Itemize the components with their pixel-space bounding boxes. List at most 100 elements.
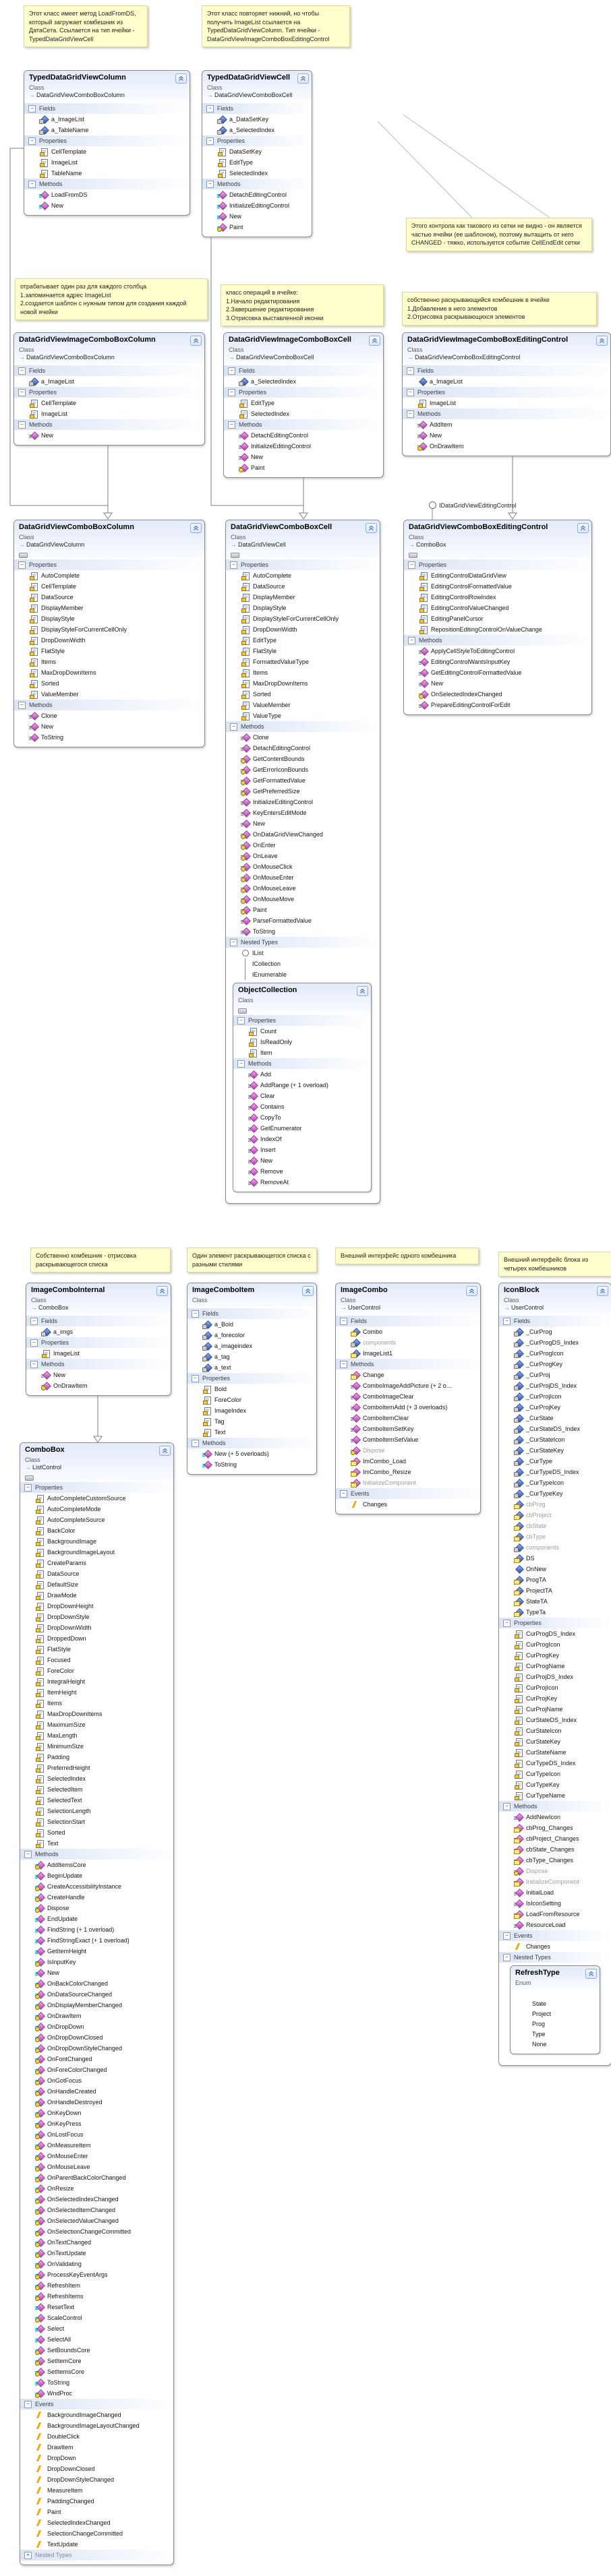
collapse-icon[interactable]: −: [28, 137, 36, 145]
member-row[interactable]: TextUpdate: [20, 2539, 173, 2550]
member-row[interactable]: Items: [14, 656, 204, 667]
member-row[interactable]: RefreshItems: [20, 2291, 173, 2302]
member-row[interactable]: ComboItemSetKey: [336, 1423, 480, 1434]
member-row[interactable]: New: [14, 430, 204, 441]
member-row[interactable]: OnMouseLeave: [226, 883, 380, 894]
member-row[interactable]: RefreshItem: [20, 2280, 173, 2291]
collapse-icon[interactable]: −: [192, 1439, 199, 1447]
member-row[interactable]: EditingControlDataGridView: [404, 570, 591, 581]
member-row[interactable]: EditType: [202, 157, 312, 168]
member-row[interactable]: New: [224, 452, 383, 462]
member-row[interactable]: BackgroundImageChanged: [20, 2410, 173, 2420]
member-row[interactable]: ImageList: [26, 1348, 171, 1359]
member-row[interactable]: SelectAll: [20, 2334, 173, 2345]
member-row[interactable]: Focused: [20, 1655, 173, 1665]
comment-note-control-hidden[interactable]: Этого контрола как такового из сетки не …: [406, 218, 592, 251]
enum-member-row[interactable]: Prog: [532, 2021, 546, 2027]
collapse-chevron-icon[interactable]: [585, 1969, 597, 1979]
comment-note-imagecombo[interactable]: Внешний интерфейс одного комбешника: [335, 1248, 479, 1264]
member-row[interactable]: DefaultSize: [20, 1579, 173, 1590]
collapse-icon[interactable]: −: [340, 1490, 347, 1498]
member-row[interactable]: a_TableName: [24, 125, 190, 135]
collapse-chevron-icon[interactable]: [297, 73, 309, 84]
member-row[interactable]: Select: [20, 2323, 173, 2334]
member-row[interactable]: InitializeComponent: [499, 1876, 611, 1887]
member-row[interactable]: OnSelectedValueChanged: [20, 2215, 173, 2226]
member-row[interactable]: OnDrawItem: [26, 1380, 171, 1391]
member-row[interactable]: _CurStateDS_Index: [499, 1423, 611, 1434]
member-row[interactable]: ApplyCellStyleToEditingControl: [404, 646, 591, 656]
member-row[interactable]: BackgroundImage: [20, 1536, 173, 1547]
member-row[interactable]: Clone: [14, 710, 204, 721]
member-row[interactable]: ScaleControl: [20, 2312, 173, 2323]
member-row[interactable]: _CurProjIcon: [499, 1391, 611, 1402]
member-row[interactable]: DrawItem: [20, 2442, 173, 2453]
member-row[interactable]: CreateAccessibilityInstance: [20, 1881, 173, 1892]
member-row[interactable]: InitializeEditingControl: [224, 441, 383, 452]
member-row[interactable]: SelectedIndex: [20, 1773, 173, 1784]
member-row[interactable]: OnResize: [20, 2183, 173, 2194]
collapse-icon[interactable]: −: [24, 1850, 32, 1858]
member-row[interactable]: a_tag: [187, 1351, 316, 1362]
member-row[interactable]: OnMouseLeave: [20, 2161, 173, 2172]
member-row[interactable]: Sorted: [226, 689, 380, 700]
comment-note-combo-in-cell[interactable]: собственно раскрывающийся комбешник в яч…: [402, 292, 597, 326]
member-row[interactable]: components: [499, 1542, 611, 1553]
enum-member-row[interactable]: State: [532, 2000, 547, 2007]
member-row[interactable]: MeasureItem: [20, 2485, 173, 2496]
member-row[interactable]: OnTextUpdate: [20, 2248, 173, 2259]
comment-note-loadfromds[interactable]: Этот класс имеет метод LoadFromDS, котор…: [24, 5, 148, 47]
member-row[interactable]: DisplayStyleForCurrentCellOnly: [226, 613, 380, 624]
member-row[interactable]: Items: [226, 667, 380, 678]
member-row[interactable]: OnDisplayMemberChanged: [20, 2000, 173, 2011]
member-row[interactable]: FlatStyle: [14, 646, 204, 656]
member-row[interactable]: DropDown: [20, 2453, 173, 2463]
member-row[interactable]: Paint: [20, 2507, 173, 2517]
member-row[interactable]: a_imgs: [26, 1326, 171, 1337]
member-row[interactable]: GetPreferredSize: [226, 786, 380, 797]
member-row[interactable]: OnKeyPress: [20, 2118, 173, 2129]
member-row[interactable]: _CurProg: [499, 1326, 611, 1337]
member-row[interactable]: a_ImageList: [24, 114, 190, 125]
member-row[interactable]: OnEnter: [226, 840, 380, 851]
member-row[interactable]: AddItem: [403, 419, 610, 430]
member-row[interactable]: New: [404, 678, 591, 689]
member-row[interactable]: New (+ 5 overloads): [187, 1448, 316, 1459]
member-row[interactable]: _CurTypeDS_Index: [499, 1467, 611, 1477]
member-row[interactable]: _CurState: [499, 1413, 611, 1423]
member-row[interactable]: SetBoundsCore: [20, 2345, 173, 2356]
member-row[interactable]: Change: [336, 1370, 480, 1380]
member-row[interactable]: DetachEditingControl: [202, 189, 312, 200]
comment-note-iconblock[interactable]: Внешний интерфейс блока из четырех комбе…: [498, 1252, 611, 1277]
member-row[interactable]: OnForeColorChanged: [20, 2064, 173, 2075]
member-row[interactable]: OnLeave: [226, 851, 380, 861]
member-row[interactable]: DisplayStyle: [226, 603, 380, 613]
member-row[interactable]: InitializeEditingControl: [202, 200, 312, 211]
member-row[interactable]: FindStringExact (+ 1 overload): [20, 1935, 173, 1946]
collapse-icon[interactable]: −: [206, 180, 214, 188]
collapse-chevron-icon[interactable]: [357, 986, 368, 996]
member-row[interactable]: EditingControlWantsInputKey: [404, 656, 591, 667]
member-row[interactable]: SelectionChangeCommitted: [20, 2528, 173, 2539]
collapse-icon[interactable]: −: [192, 1310, 199, 1318]
member-row[interactable]: ToString: [226, 926, 380, 937]
member-row[interactable]: OnDrawItem: [20, 2011, 173, 2021]
collapse-chevron-icon[interactable]: [369, 336, 380, 346]
collapse-icon[interactable]: −: [230, 723, 237, 731]
collapse-icon[interactable]: −: [18, 701, 26, 709]
member-row[interactable]: SelectedIndexChanged: [20, 2517, 173, 2528]
member-row[interactable]: SetItemsCore: [20, 2366, 173, 2377]
member-row[interactable]: ImageList1: [336, 1348, 480, 1359]
member-row[interactable]: DetachEditingControl: [226, 743, 380, 754]
member-row[interactable]: CreateParams: [20, 1558, 173, 1568]
member-row[interactable]: ForeColor: [187, 1394, 316, 1405]
collapse-icon[interactable]: −: [503, 1317, 511, 1325]
collapse-icon[interactable]: −: [408, 561, 415, 569]
member-row[interactable]: _CurStateIcon: [499, 1434, 611, 1445]
member-row[interactable]: MaxDropDownItems: [226, 678, 380, 689]
member-row[interactable]: CellTemplate: [14, 398, 204, 408]
member-row[interactable]: cbProject: [499, 1510, 611, 1521]
